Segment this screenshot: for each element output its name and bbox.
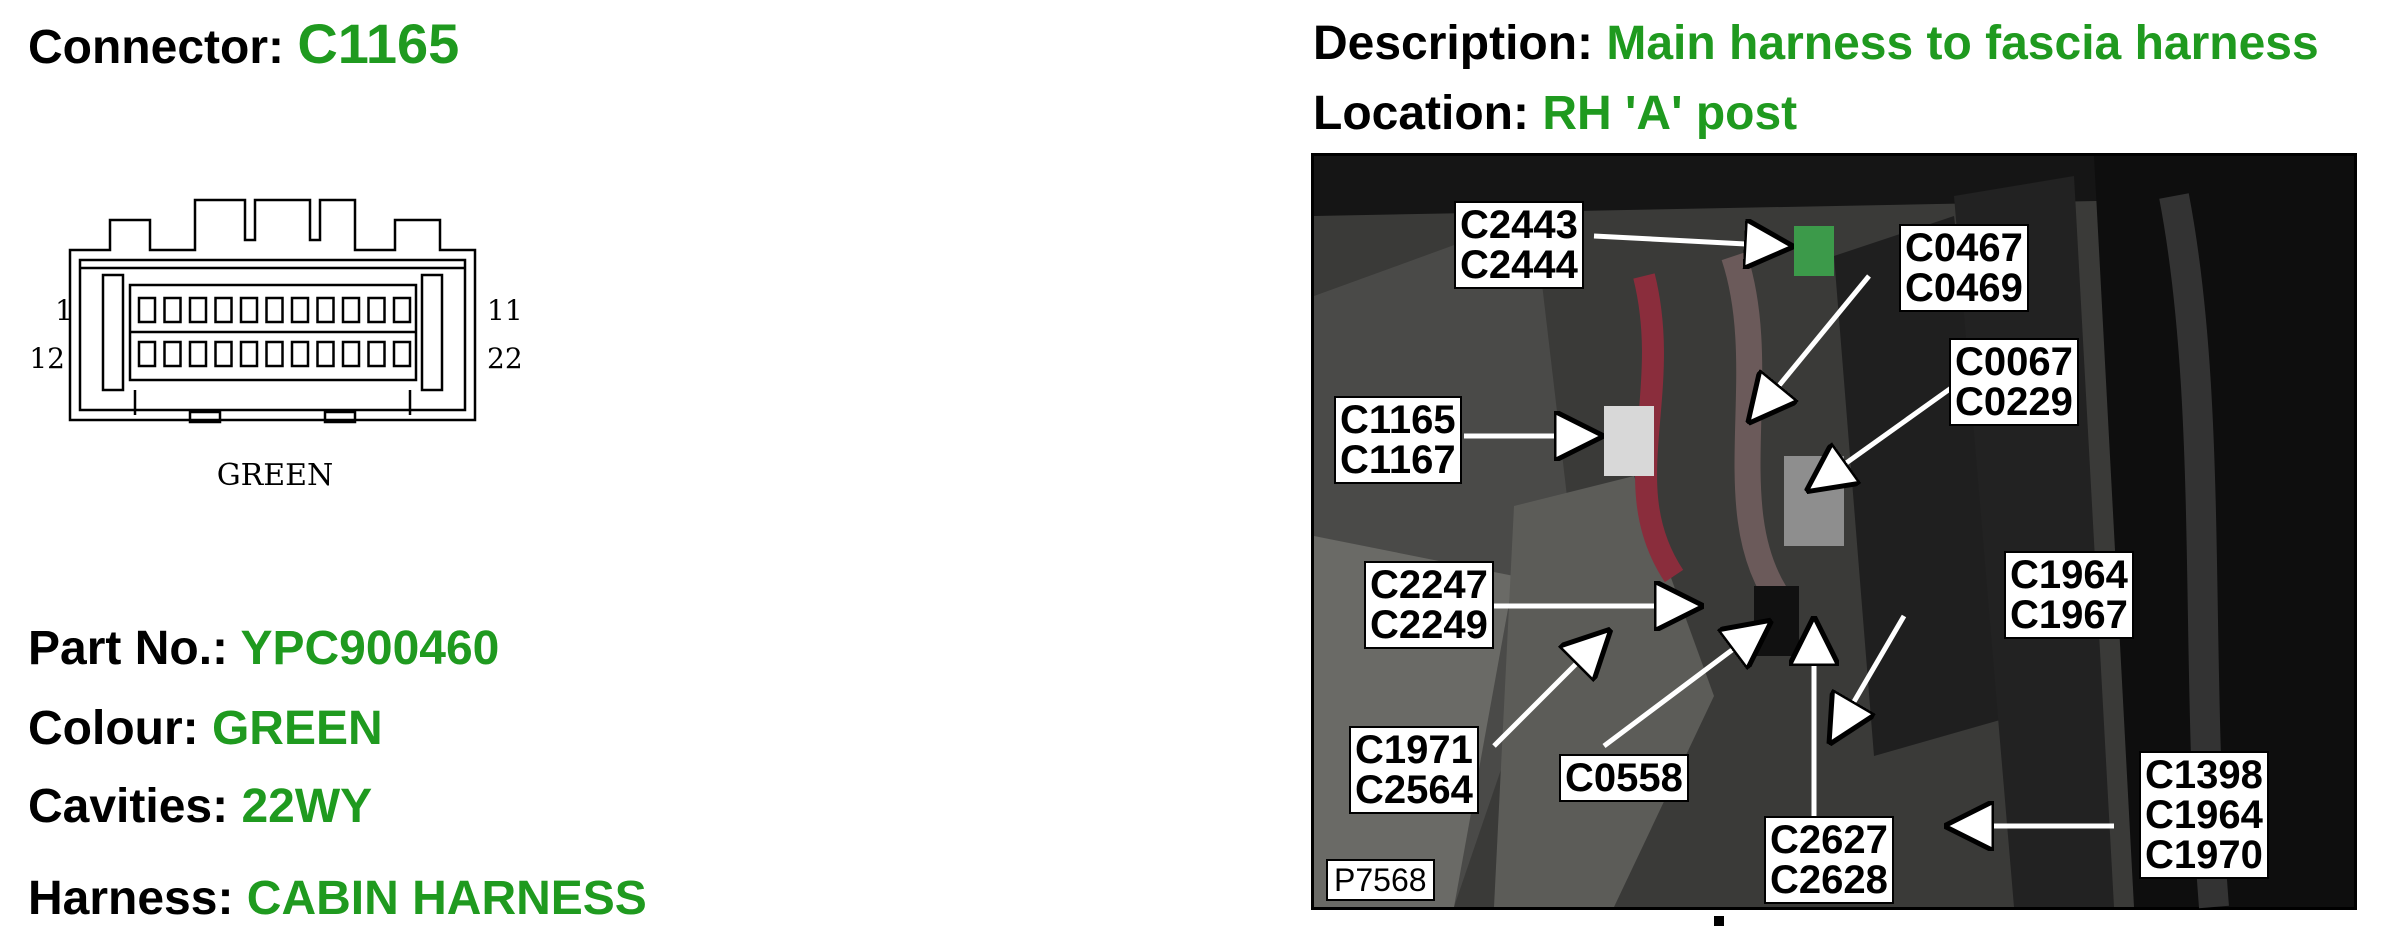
description-value: Main harness to fascia harness — [1606, 17, 2319, 70]
pin-cavity-bottom — [392, 340, 412, 368]
description-field: Description: Main harness to fascia harn… — [1313, 20, 2319, 68]
pin-label-11: 11 — [487, 294, 523, 327]
description-label: Description: — [1313, 17, 1594, 70]
pin-cavity-bottom — [316, 340, 335, 368]
pin-cavity-top — [137, 296, 157, 324]
pin-cavity-bottom — [341, 340, 361, 368]
part-number-value: YPC900460 — [240, 622, 500, 675]
pin-cavity-top — [316, 296, 335, 324]
location-field: Location: RH 'A' post — [1313, 90, 1797, 138]
harness-label: Harness: — [28, 872, 234, 925]
pin-cavity-top — [214, 296, 233, 324]
pin-cavity-bottom — [367, 340, 386, 368]
pin-cavity-top — [392, 296, 412, 324]
pin-cavity-top — [290, 296, 310, 324]
pin-cavity-top — [265, 296, 284, 324]
cavities-field: Cavities: 22WY — [28, 783, 372, 831]
photo-id-label: P7568 — [1326, 859, 1435, 901]
pin-cavity-bottom — [188, 340, 208, 368]
connector-value: C1165 — [297, 12, 460, 75]
pin-cavity-bottom — [265, 340, 284, 368]
pin-cavity-bottom — [239, 340, 259, 368]
callout-c0558: C0558 — [1559, 754, 1689, 802]
pin-cavity-bottom — [290, 340, 310, 368]
pin-label-1: 1 — [55, 294, 73, 327]
pin-cavity-bottom — [137, 340, 157, 368]
connector-field: Connector: C1165 — [28, 16, 459, 72]
part-number-label: Part No.: — [28, 622, 229, 675]
location-value: RH 'A' post — [1542, 87, 1798, 140]
cavities-label: Cavities: — [28, 780, 229, 833]
callout-arrows — [1464, 156, 2114, 907]
pin-cavity-top — [341, 296, 361, 324]
colour-value: GREEN — [211, 702, 383, 755]
pin-label-22: 22 — [487, 342, 523, 375]
colour-label: Colour: — [28, 702, 199, 755]
pin-cavity-bottom — [163, 340, 182, 368]
pin-cavity-top — [367, 296, 386, 324]
pin-label-12: 12 — [29, 342, 65, 375]
pin-cavity-top — [188, 296, 208, 324]
connector-label: Connector: — [28, 21, 284, 74]
colour-field: Colour: GREEN — [28, 705, 383, 753]
cavities-value: 22WY — [241, 780, 373, 833]
pin-cavity-bottom — [214, 340, 233, 368]
part-number-field: Part No.: YPC900460 — [28, 625, 499, 673]
pin-cavity-top — [239, 296, 259, 324]
harness-value: CABIN HARNESS — [246, 872, 647, 925]
harness-field: Harness: CABIN HARNESS — [28, 875, 647, 923]
diagram-colour-caption: GREEN — [217, 458, 334, 493]
pin-cavity-top — [163, 296, 182, 324]
location-label: Location: — [1313, 87, 1529, 140]
connector-face-diagram: 1 12 11 22 GREEN — [29, 190, 555, 510]
